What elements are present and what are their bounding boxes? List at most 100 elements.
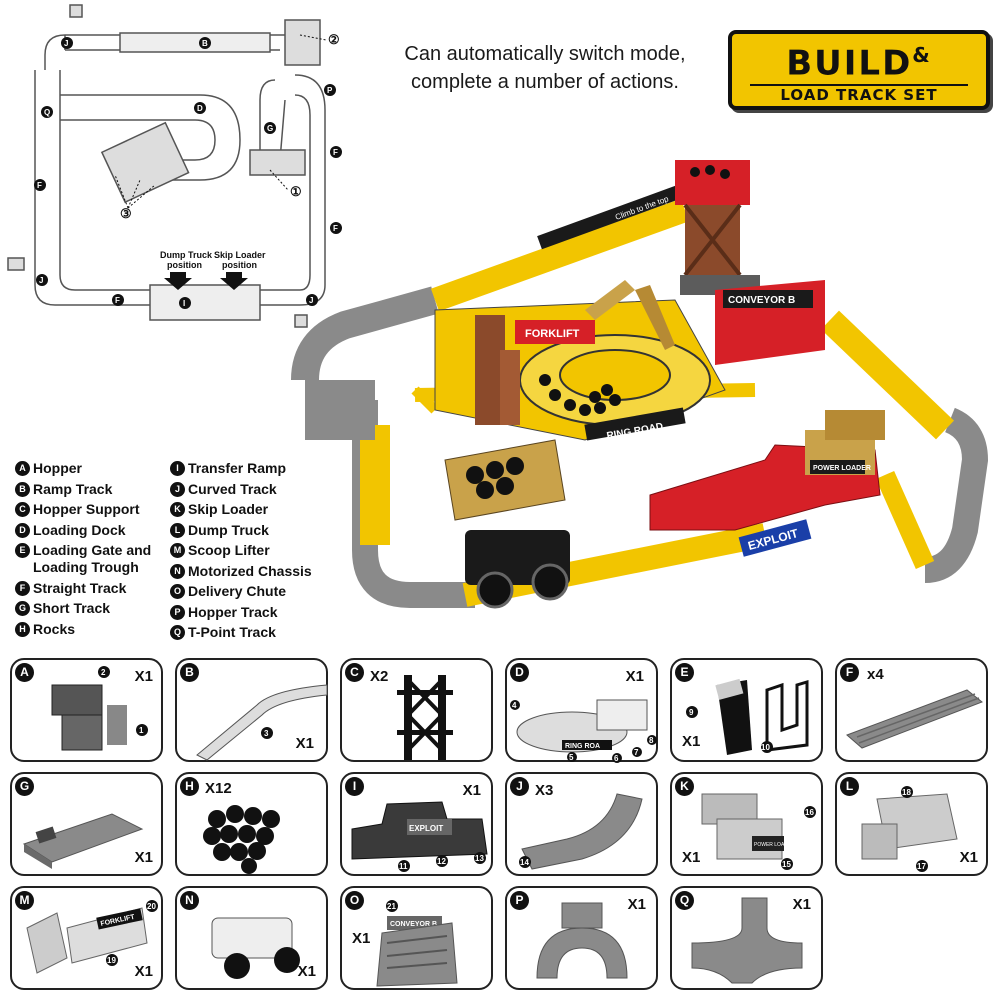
callout-3: ③ (120, 206, 132, 221)
hopper-part-icon: 2 1 (51, 666, 148, 751)
dump-truck-part-icon: 18 17 (861, 786, 958, 872)
svg-text:Q: Q (44, 108, 50, 117)
part-letter-badge: E (675, 663, 694, 682)
conveyor-sign: CONVEYOR B (728, 295, 795, 306)
legend-label: Curved Track (188, 480, 277, 497)
legend-letter-badge: L (170, 522, 185, 538)
part-card-f: F x4 (835, 658, 988, 762)
transfer-ramp-part-icon: EXPLOIT 11 12 13 (351, 801, 488, 872)
part-letter-badge: M (15, 891, 34, 910)
part-card-h: H X12 (175, 772, 328, 876)
svg-text:Dump Truck: Dump Truck (160, 250, 213, 260)
part-quantity: X3 (535, 782, 554, 799)
svg-text:F: F (37, 181, 42, 190)
svg-text:J: J (39, 276, 43, 285)
legend-letter-badge: C (15, 502, 30, 517)
svg-text:P: P (327, 86, 333, 95)
part-quantity: X1 (297, 963, 316, 980)
ramp-track-part-icon: 3 (196, 684, 328, 761)
svg-text:8: 8 (649, 736, 654, 745)
part-letter-badge: K (675, 777, 694, 796)
legend-letter-badge: D (15, 522, 30, 538)
part-quantity: X1 (682, 849, 701, 866)
logo-build-text: BUILD (786, 43, 913, 84)
svg-text:21: 21 (387, 902, 396, 911)
svg-text:F: F (115, 296, 120, 305)
straight-track-part-icon (846, 689, 983, 749)
delivery-chute-part-icon: CONVEYOR B 21 (376, 900, 458, 987)
legend-label: Transfer Ramp (188, 460, 287, 476)
motorized-chassis-part-icon (211, 917, 300, 979)
legend-letter-badge: O (170, 584, 185, 599)
part-quantity: X1 (134, 849, 153, 866)
legend-label: Hopper Support (33, 501, 140, 517)
part-card-a: A X1 2 1 (10, 658, 163, 762)
svg-text:17: 17 (917, 862, 926, 871)
part-letter-badge: P (510, 891, 529, 910)
legend-letter-badge: G (15, 601, 30, 616)
svg-text:position: position (167, 260, 202, 270)
svg-text:15: 15 (782, 860, 791, 869)
svg-text:7: 7 (634, 748, 639, 757)
part-quantity: X1 (682, 733, 701, 750)
legend-letter-badge: B (15, 481, 30, 497)
svg-text:13: 13 (475, 854, 484, 863)
callout-1: ① (290, 184, 302, 199)
legend-label: T-Point Track (188, 624, 276, 640)
part-letter-badge: Q (675, 891, 694, 910)
legend-label: Motorized Chassis (188, 562, 312, 579)
svg-text:10: 10 (761, 743, 770, 752)
brand-logo: BUILD& LOAD TRACK SET (728, 30, 990, 110)
part-letter-badge: A (15, 663, 34, 682)
legend-letter-badge: N (170, 563, 185, 579)
part-quantity: X1 (792, 896, 811, 913)
power-loader-sign: POWER LOADER (813, 465, 871, 472)
part-quantity: x4 (867, 666, 884, 683)
svg-text:14: 14 (520, 858, 529, 867)
hopper-track-part-icon (536, 902, 628, 979)
legend-letter-badge: E (15, 543, 30, 558)
legend-label: Dump Truck (188, 521, 269, 538)
svg-text:16: 16 (805, 808, 814, 817)
part-quantity: X1 (959, 849, 978, 866)
part-quantity: X12 (205, 780, 232, 797)
legend-letter-badge: H (15, 621, 30, 637)
part-letter-badge: O (345, 891, 364, 910)
legend-label: Ramp Track (33, 480, 113, 497)
part-letter-badge: H (180, 777, 199, 796)
svg-text:EXPLOIT: EXPLOIT (409, 824, 443, 833)
part-letter-badge: L (840, 777, 859, 796)
part-card-g: G X1 (10, 772, 163, 876)
legend-label: Scoop Lifter (188, 542, 270, 558)
svg-text:4: 4 (512, 701, 517, 710)
legend-label: Hopper Track (188, 603, 278, 620)
tagline: Can automatically switch mode, complete … (360, 40, 730, 96)
svg-text:G: G (267, 124, 273, 133)
part-letter-badge: J (510, 777, 529, 796)
legend-label: Straight Track (33, 579, 127, 596)
part-card-b: B X1 3 (175, 658, 328, 762)
part-quantity: X1 (627, 896, 646, 913)
part-card-q: Q X1 (670, 886, 823, 990)
part-quantity: X2 (370, 668, 389, 685)
part-letter-badge: N (180, 891, 199, 910)
legend-letter-badge: M (170, 543, 185, 558)
part-quantity: X1 (352, 930, 371, 947)
legend-label: Skip Loader (188, 501, 269, 517)
callout-2: ② (328, 32, 340, 47)
svg-text:20: 20 (147, 902, 156, 911)
legend-letter-badge: K (170, 502, 185, 517)
svg-text:F: F (333, 148, 338, 157)
part-card-i: I X1 EXPLOIT 11 12 13 (340, 772, 493, 876)
svg-text:Skip Loader: Skip Loader (214, 250, 266, 260)
part-quantity: X1 (462, 782, 481, 799)
